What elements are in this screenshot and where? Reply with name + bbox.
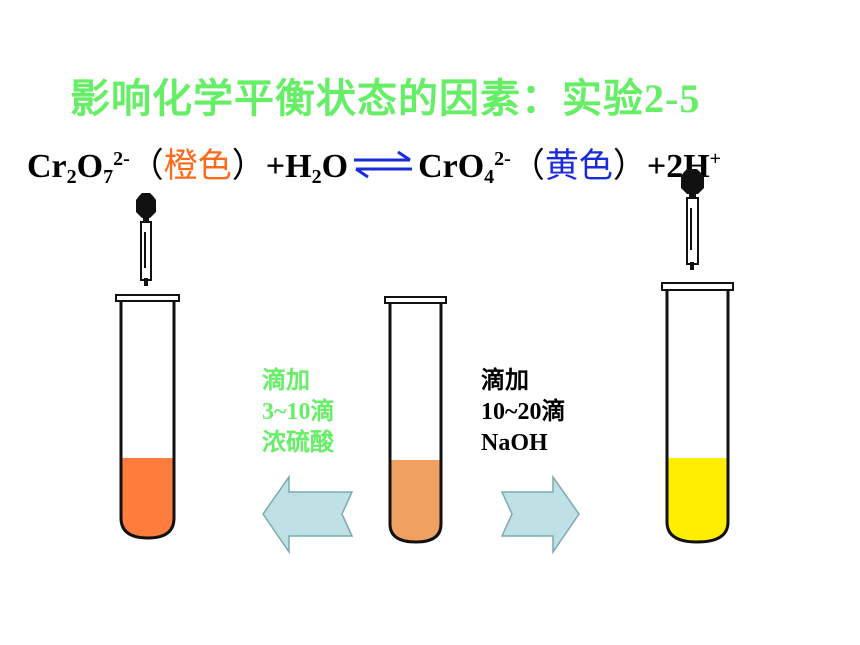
left-tube-solution [121, 458, 174, 538]
orange-color-word: 橙色 [163, 148, 232, 185]
right-tube-solution [667, 458, 728, 542]
middle-tube-solution [390, 460, 441, 542]
left-label-line-2: 3~10滴 [262, 399, 335, 425]
equilibrium-arrow-icon [354, 150, 413, 179]
paren-open-1: （ [129, 148, 164, 185]
left-dropper-icon [136, 193, 156, 286]
chemical-equation: Cr2O72-（橙色）+H2O CrO42-（黄色）+2H+ [27, 138, 721, 189]
left-reagent-label: 滴加 3~10滴 浓硫酸 [262, 366, 334, 459]
right-dropper-icon [681, 169, 704, 270]
right-label-line-1: 滴加 [481, 368, 529, 394]
left-test-tube [115, 294, 180, 540]
left-arrow-icon [262, 474, 354, 555]
middle-test-tube [384, 296, 447, 544]
water-term: +H2O [265, 148, 349, 188]
right-arrow-icon [500, 474, 580, 555]
slide-title: 影响化学平衡状态的因素：实验2-5 [70, 76, 701, 121]
dichromate-formula: Cr2O72- [27, 148, 130, 188]
right-label-line-2: 10~20滴 [481, 399, 566, 425]
paren-close-1: ） [231, 148, 266, 185]
left-label-line-3: 浓硫酸 [262, 430, 334, 456]
paren-open-2: （ [510, 148, 545, 185]
yellow-color-word: 黄色 [544, 148, 613, 185]
right-test-tube [661, 282, 734, 544]
paren-close-2: ） [612, 148, 647, 185]
left-label-line-1: 滴加 [262, 368, 310, 394]
right-reagent-label: 滴加 10~20滴 NaOH [481, 366, 565, 459]
right-label-line-3: NaOH [481, 430, 548, 456]
chromate-formula: CrO42- [418, 148, 511, 188]
